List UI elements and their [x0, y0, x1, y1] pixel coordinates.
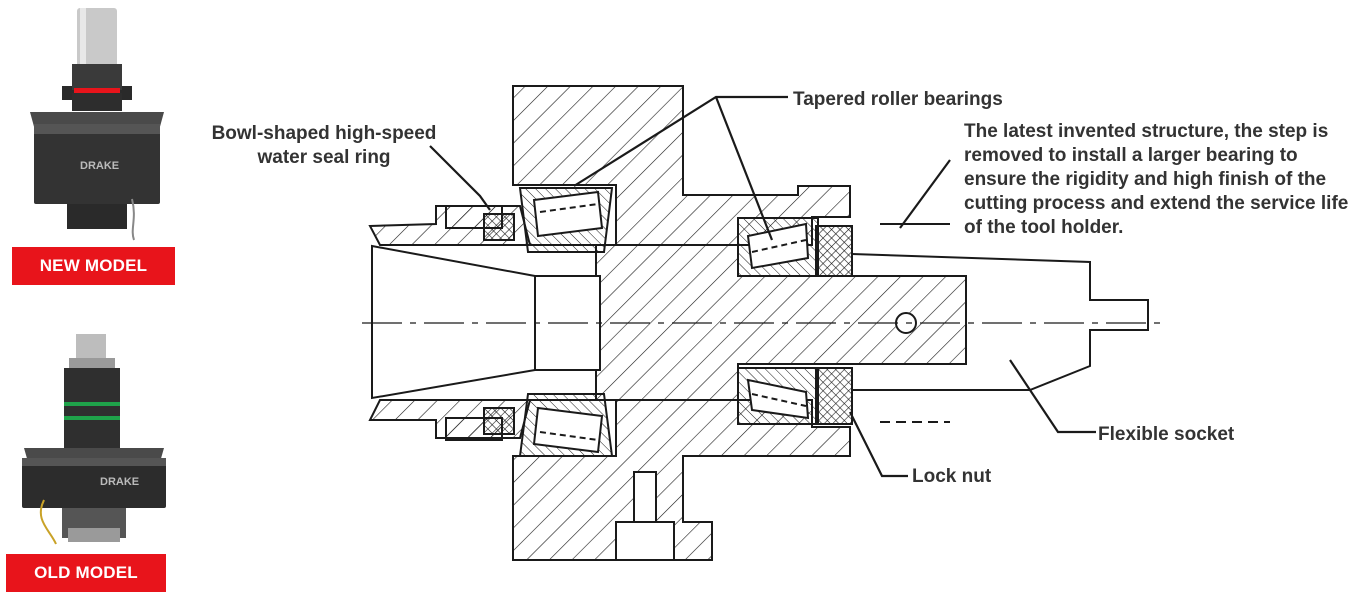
- label-latest-structure: The latest invented structure, the step …: [964, 121, 1349, 238]
- old-model-brand-text: DRAKE: [100, 476, 139, 488]
- leader-tapered-lower: [714, 96, 774, 241]
- old-model-badge: OLD MODEL: [6, 554, 166, 592]
- label-tapered-roller-bearings: Tapered roller bearings: [793, 89, 1003, 110]
- lock-nut-upper: [815, 225, 853, 277]
- seal-ring-lower: [483, 407, 515, 435]
- label-flexible-socket: Flexible socket: [1098, 424, 1235, 445]
- right-bearing-upper: [737, 217, 819, 277]
- left-bearing-upper: [518, 187, 614, 253]
- leader-latest: [899, 159, 951, 229]
- left-bearing-lower: [518, 393, 614, 457]
- label-bowl-seal: Bowl-shaped high-speed water seal ring: [211, 123, 437, 168]
- new-model-brand-text: DRAKE: [80, 160, 119, 172]
- flexible-socket-outline: [851, 253, 1149, 391]
- housing-upper: [512, 85, 851, 246]
- old-model-photo: DRAKE: [22, 334, 166, 545]
- leader-bowl-seal: [429, 145, 491, 211]
- leader-lock-nut: [849, 411, 908, 478]
- new-model-photo: DRAKE: [30, 8, 164, 241]
- new-model-badge: NEW MODEL: [12, 247, 175, 285]
- label-lock-nut: Lock nut: [912, 466, 992, 487]
- leader-flexible: [1009, 359, 1096, 434]
- right-bearing-lower: [737, 367, 819, 425]
- seal-ring-upper: [483, 213, 515, 241]
- lock-nut-lower: [815, 367, 853, 425]
